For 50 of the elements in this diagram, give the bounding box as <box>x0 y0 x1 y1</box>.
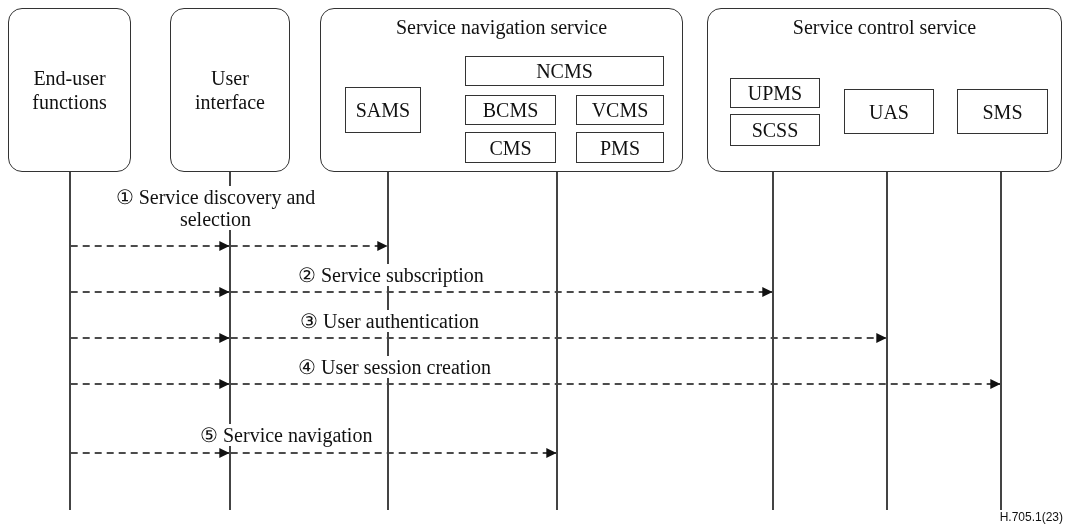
edge-label: ④ User session creation <box>296 356 493 378</box>
node-label: UPMS <box>747 81 803 105</box>
message-arrow <box>230 448 557 458</box>
message-arrow <box>230 379 1001 389</box>
node-label: NCMS <box>536 59 593 83</box>
lifeline <box>229 172 231 510</box>
lifeline <box>556 172 558 510</box>
node-label: VCMS <box>591 98 649 122</box>
message-arrow <box>70 333 230 343</box>
group-box <box>707 8 1062 172</box>
lifeline <box>772 172 774 510</box>
figure-id: H.705.1(23) <box>999 510 1063 524</box>
message-arrow <box>70 448 230 458</box>
lifeline-box <box>170 8 290 172</box>
edge-label: ⑤ Service navigation <box>198 424 375 446</box>
node-label: Service navigation service <box>396 15 607 39</box>
message-arrow <box>70 379 230 389</box>
message-arrow <box>70 241 230 251</box>
edge-label: ② Service subscription <box>296 264 486 286</box>
node-label: End-user functions <box>31 66 108 114</box>
node-label: PMS <box>600 135 640 160</box>
lifeline <box>1000 172 1002 510</box>
node-label: CMS <box>489 135 532 160</box>
component-box <box>465 132 556 163</box>
component-box <box>730 78 820 108</box>
node-label: UAS <box>869 99 909 124</box>
message-arrow <box>70 287 230 297</box>
lifeline-box <box>8 8 131 172</box>
message-arrow <box>230 333 887 343</box>
node-label: Service control service <box>792 15 977 39</box>
lifeline <box>69 172 71 510</box>
node-label: User interface <box>194 66 266 114</box>
component-box <box>465 56 664 86</box>
node-label: SAMS <box>355 98 411 122</box>
node-label: SMS <box>982 99 1023 124</box>
component-box <box>576 95 664 125</box>
node-label: BCMS <box>482 98 539 122</box>
node-label: SCSS <box>751 118 799 142</box>
component-box <box>345 87 421 133</box>
component-box <box>465 95 556 125</box>
edge-label: ③ User authentication <box>298 310 482 332</box>
message-arrow <box>230 241 388 251</box>
lifeline <box>886 172 888 510</box>
component-box <box>957 89 1048 134</box>
component-box <box>730 114 820 146</box>
component-box <box>844 89 934 134</box>
group-box <box>320 8 683 172</box>
message-arrow <box>230 287 773 297</box>
lifeline <box>387 172 389 510</box>
component-box <box>576 132 664 163</box>
